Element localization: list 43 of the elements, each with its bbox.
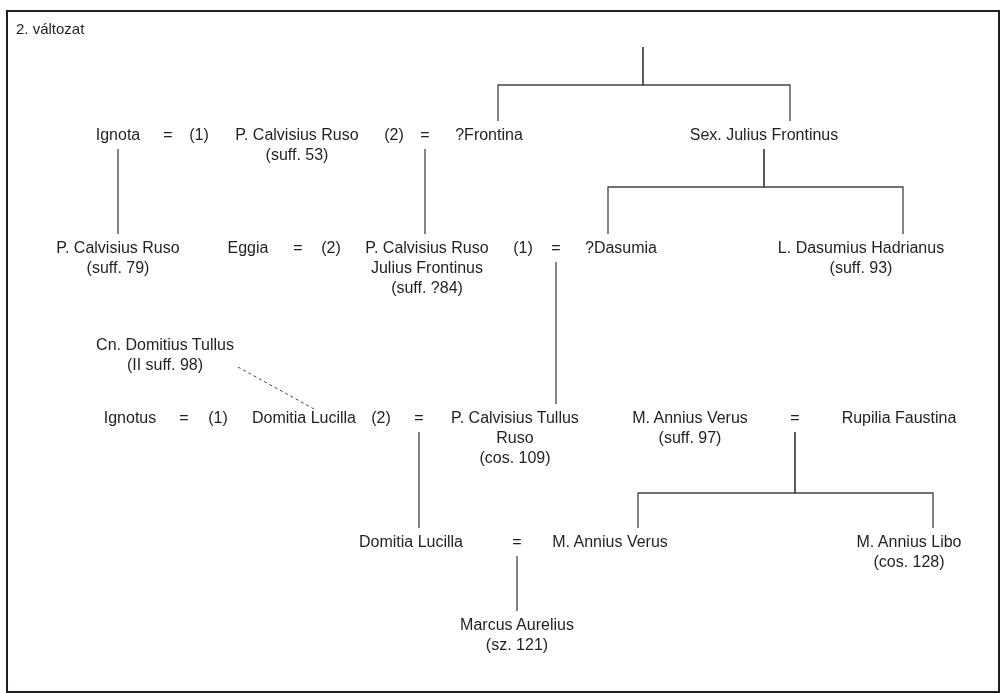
person-entry: ?Frontina bbox=[455, 125, 523, 145]
person-entry: Domitia Lucilla bbox=[252, 408, 356, 428]
marriage-order: (1) bbox=[208, 408, 228, 428]
descent-line bbox=[516, 555, 518, 612]
descent-line bbox=[642, 46, 791, 122]
person-entry: M. Annius Verus (suff. 97) bbox=[632, 408, 748, 448]
diagram-title: 2. változat bbox=[16, 19, 85, 39]
marriage-sign: = bbox=[179, 408, 189, 428]
marriage-order: (2) bbox=[384, 125, 404, 145]
person-entry: M. Annius Verus bbox=[552, 532, 668, 552]
marriage-sign: = bbox=[293, 238, 303, 258]
marriage-order: (2) bbox=[321, 238, 341, 258]
person-entry: ?Dasumia bbox=[585, 238, 657, 258]
marriage-sign: = bbox=[512, 532, 522, 552]
person-entry: Ignota bbox=[95, 125, 141, 145]
person-entry: P. Calvisius Tullus Ruso (cos. 109) bbox=[445, 408, 585, 468]
descent-line bbox=[418, 431, 420, 529]
marriage-sign: = bbox=[551, 238, 561, 258]
descent-line bbox=[555, 261, 557, 405]
person-entry: Marcus Aurelius (sz. 121) bbox=[460, 615, 574, 655]
person-entry: Rupilia Faustina bbox=[841, 408, 957, 428]
descent-line bbox=[117, 148, 119, 235]
descent-line bbox=[794, 431, 934, 529]
marriage-sign: = bbox=[420, 125, 430, 145]
marriage-order: (1) bbox=[189, 125, 209, 145]
marriage-sign: = bbox=[163, 125, 173, 145]
person-entry: Cn. Domitius Tullus (II suff. 98) bbox=[96, 335, 234, 375]
marriage-order: (1) bbox=[513, 238, 533, 258]
person-entry: Domitia Lucilla bbox=[359, 532, 463, 552]
person-entry: Sex. Julius Frontinus bbox=[689, 125, 839, 145]
person-entry: P. Calvisius Ruso (suff. 79) bbox=[56, 238, 180, 278]
marriage-sign: = bbox=[790, 408, 800, 428]
marriage-sign: = bbox=[414, 408, 424, 428]
descent-line bbox=[424, 148, 426, 235]
marriage-order: (2) bbox=[371, 408, 391, 428]
person-entry: Ignotus bbox=[103, 408, 157, 428]
descent-line bbox=[763, 148, 904, 235]
person-entry: M. Annius Libo (cos. 128) bbox=[856, 532, 962, 572]
person-entry: P. Calvisius Ruso Julius Frontinus (suff. ?84) bbox=[357, 238, 497, 298]
person-entry: Eggia bbox=[227, 238, 269, 258]
person-entry: P. Calvisius Ruso (suff. 53) bbox=[235, 125, 359, 165]
person-entry: L. Dasumius Hadrianus (suff. 93) bbox=[777, 238, 945, 278]
dashed-connector bbox=[237, 366, 315, 410]
